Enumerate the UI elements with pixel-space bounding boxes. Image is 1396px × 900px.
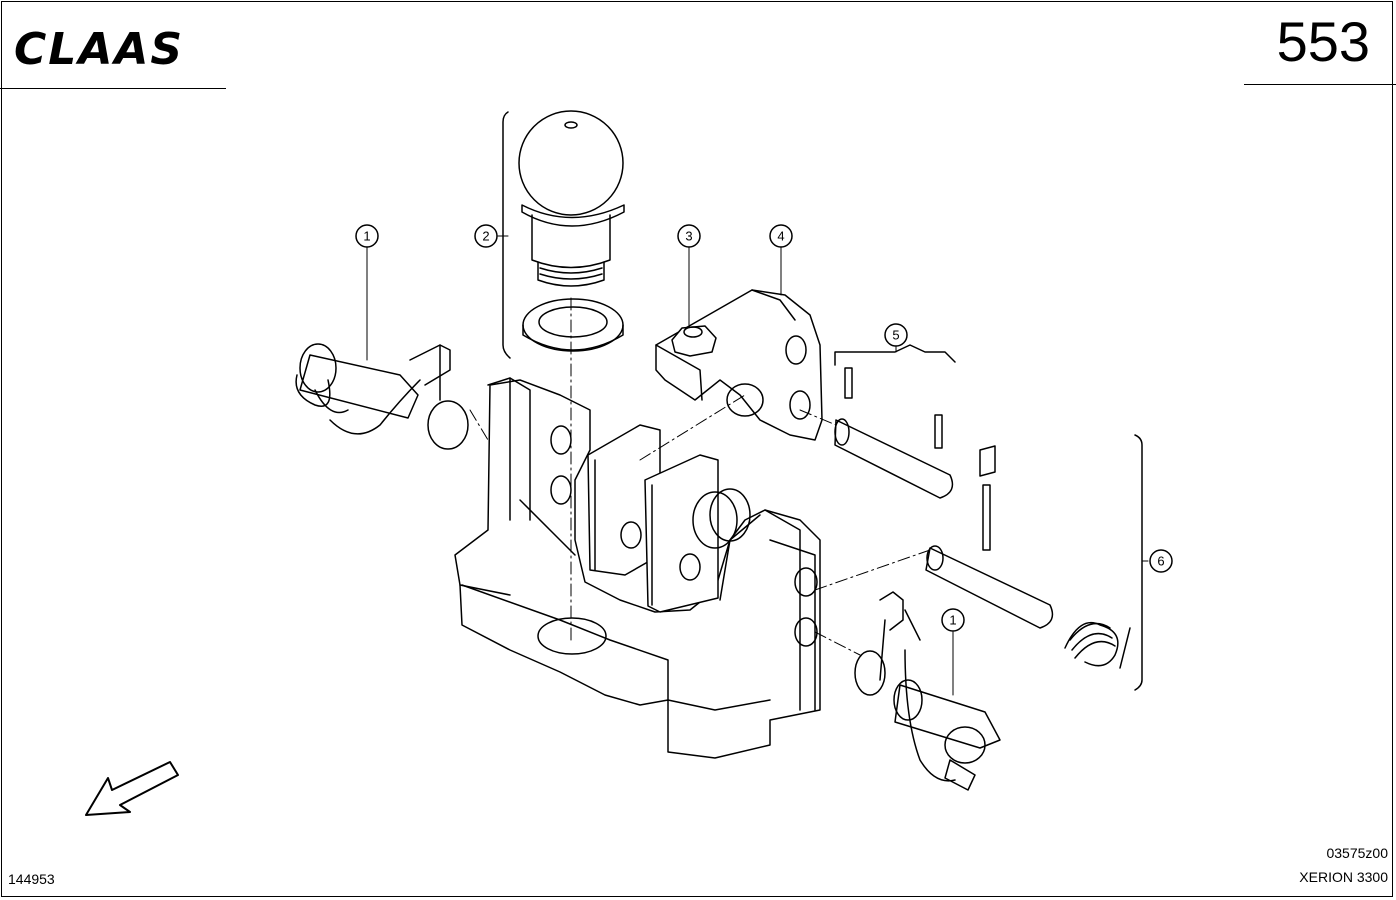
callout-leaders (366, 235, 1149, 696)
document-id: 144953 (8, 871, 55, 887)
svg-text:3: 3 (685, 229, 692, 244)
brand-logo-text: CLAAS (14, 24, 184, 70)
svg-text:1: 1 (363, 229, 370, 244)
header-rule-right (1244, 84, 1396, 85)
callout-1-top: 1 (355, 224, 379, 248)
callout-3: 3 (677, 224, 701, 248)
bracket-part-5 (834, 344, 956, 366)
pin-with-spring (925, 445, 1131, 669)
svg-text:2: 2 (482, 229, 489, 244)
ball-head (518, 110, 625, 287)
svg-text:5: 5 (892, 328, 899, 343)
svg-text:1: 1 (949, 613, 956, 628)
drawing-code: 03575z00 (1326, 845, 1388, 861)
callout-2: 2 (474, 224, 498, 248)
machine-model: XERION 3300 (1299, 869, 1388, 885)
bracket-part-2 (502, 111, 511, 359)
lock-nut (522, 298, 624, 352)
slide-block-front (644, 454, 751, 613)
hex-nut (671, 325, 717, 357)
linch-pin-left (295, 343, 469, 450)
header-rule-left (0, 88, 226, 89)
callout-1-bottom: 1 (941, 608, 965, 632)
svg-text:6: 6 (1157, 554, 1164, 569)
upper-clamp (655, 289, 823, 441)
assembly-lines (469, 297, 931, 656)
callout-5: 5 (884, 323, 908, 347)
direction-arrow-icon (85, 761, 179, 816)
pin-set-5 (834, 367, 954, 499)
hitch-housing (454, 377, 821, 759)
linch-pin-right (854, 591, 1001, 791)
svg-text:4: 4 (777, 229, 784, 244)
bracket-part-6 (1134, 434, 1143, 691)
slide-block-rear (587, 424, 661, 576)
callout-4: 4 (769, 224, 793, 248)
claas-logo: CLAAS (14, 24, 184, 70)
callout-6: 6 (1149, 549, 1173, 573)
page-number: 553 (1276, 10, 1370, 73)
